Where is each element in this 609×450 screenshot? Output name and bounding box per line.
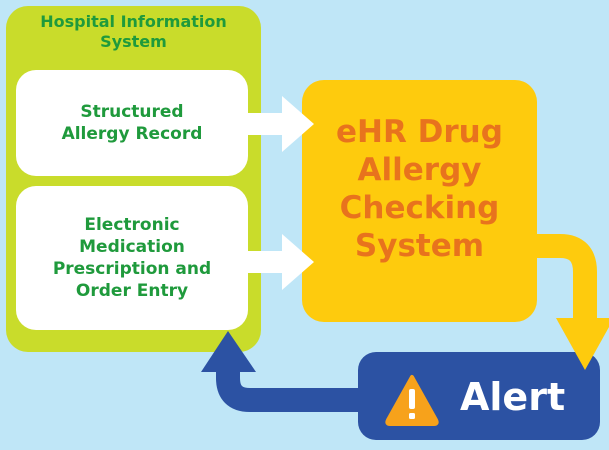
his-title-line-1: Hospital Information	[40, 12, 227, 31]
arrow-allergy-to-ehr	[248, 96, 314, 152]
arrow-order-to-ehr	[248, 234, 314, 290]
order-label-line-1: Electronic	[84, 215, 180, 235]
ehr-title-line-1: eHR Drug	[336, 114, 503, 150]
medication-order-entry-box: Electronic Medication Prescription and O…	[16, 186, 248, 330]
allergy-label-line-2: Allergy Record	[61, 124, 203, 144]
hospital-information-system-title: Hospital Information System	[6, 12, 261, 52]
ehr-title-line-2: Allergy	[357, 152, 482, 188]
arrow-alert-to-his	[216, 372, 360, 412]
warning-icon	[385, 375, 439, 426]
ehr-title-line-4: System	[354, 228, 485, 264]
his-title-line-2: System	[100, 32, 167, 51]
ehr-allergy-checking-box	[302, 80, 537, 322]
order-label-line-4: Order Entry	[75, 281, 189, 301]
ehr-allergy-checking-title: eHR Drug Allergy Checking System	[302, 113, 537, 265]
arrow-ehr-to-alert	[537, 234, 597, 318]
allergy-label-line-1: Structured	[80, 102, 184, 122]
arrow-ehr-to-alert-head	[556, 318, 609, 370]
order-label-line-2: Medication	[79, 237, 185, 257]
order-label-line-3: Prescription and	[52, 259, 212, 279]
structured-allergy-record-box: Structured Allergy Record	[16, 70, 248, 176]
alert-label: Alert	[460, 375, 566, 419]
ehr-title-line-3: Checking	[339, 190, 500, 226]
arrow-alert-to-his-head	[201, 331, 256, 372]
